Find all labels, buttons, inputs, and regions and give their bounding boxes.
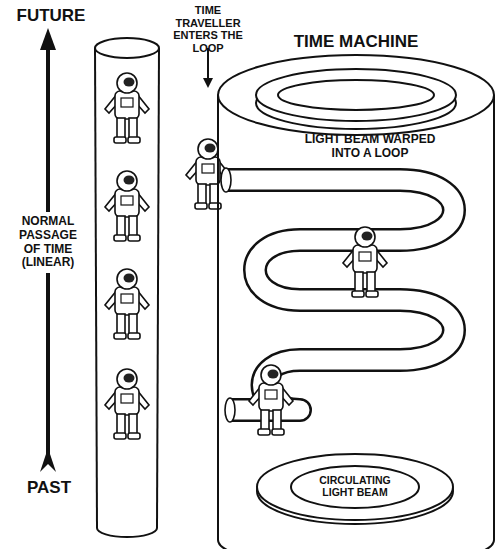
beam-label: LIGHT BEAM WARPED INTO A LOOP (295, 133, 445, 161)
callout-text: TIME TRAVELLER ENTERS THE LOOP (166, 4, 250, 55)
axis-label: NORMAL PASSAGE OF TIME (LINEAR) (10, 212, 86, 273)
arrow-head (40, 28, 56, 50)
axis-label: PAST (22, 478, 76, 498)
cylinder-bottom (218, 540, 494, 549)
leader-arrow (203, 48, 213, 88)
light-ring (256, 69, 456, 121)
machine-heading: TIME MACHINE (270, 32, 442, 52)
astronaut-figure (105, 171, 149, 241)
machine-cylinder: TIME MACHINE LIGHT BEAM WARPED INTO A LOO… (215, 20, 497, 548)
tube-top (95, 38, 159, 58)
cylinder-side (493, 95, 495, 540)
leader-head (203, 78, 213, 88)
tube-side (157, 48, 159, 528)
cylinder-side (217, 95, 219, 540)
astronaut-figure (343, 227, 387, 297)
astronaut-figure (105, 369, 149, 439)
beam-fill (226, 180, 454, 410)
astronaut-figure (105, 269, 149, 339)
astronaut-figure (186, 139, 230, 209)
tube-side (95, 48, 97, 528)
astronaut-figure (249, 365, 293, 435)
beam-end (225, 398, 235, 422)
light-ring (278, 80, 434, 110)
time-tube (95, 38, 159, 537)
cylinder-top (218, 55, 494, 135)
beam-label: CIRCULATING LIGHT BEAM (305, 474, 405, 498)
light-ring-node: CIRCULATING LIGHT BEAM (255, 448, 455, 526)
axis-label: FUTURE (6, 6, 96, 26)
tube-bottom (97, 528, 157, 537)
light-ring (257, 454, 453, 520)
light-ring (291, 466, 419, 508)
arrow-tail (40, 448, 56, 472)
beam-end (221, 168, 231, 192)
beam-outline (226, 180, 454, 410)
astronaut-figure (105, 73, 149, 143)
